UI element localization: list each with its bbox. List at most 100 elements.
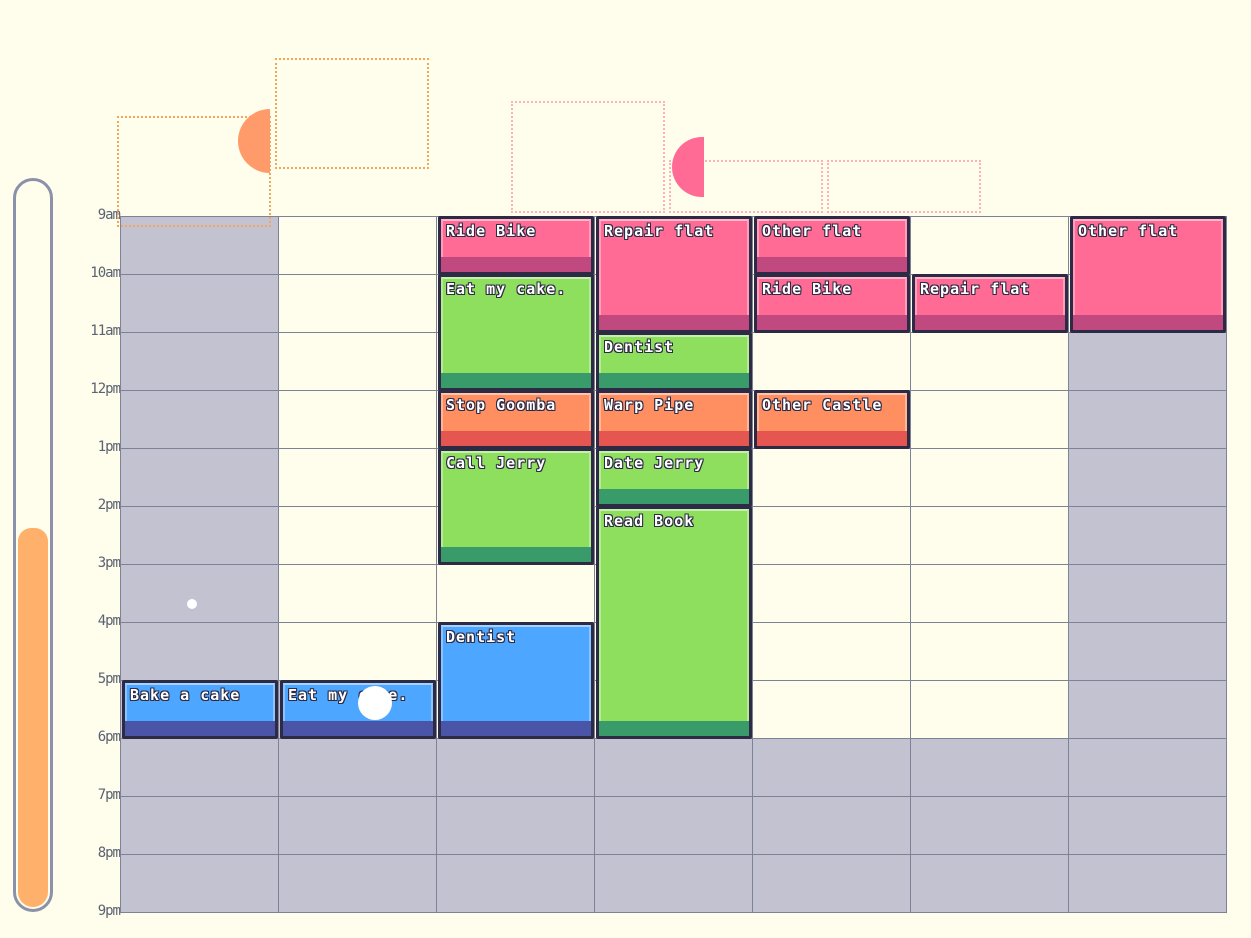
time-label: 5pm — [97, 671, 121, 687]
blocked-time-slot — [120, 738, 279, 797]
event-block[interactable]: Ride Bike — [438, 216, 594, 275]
event-label: Repair flat — [920, 280, 1031, 298]
open-time-slot[interactable] — [910, 332, 1069, 391]
time-label: 10am — [90, 265, 121, 281]
time-label: 12pm — [90, 381, 121, 397]
event-face — [441, 625, 591, 726]
open-time-slot[interactable] — [752, 564, 911, 623]
open-time-slot[interactable] — [278, 564, 437, 623]
time-label: 7pm — [97, 787, 121, 803]
blocked-time-slot — [120, 854, 279, 913]
open-time-slot[interactable] — [910, 622, 1069, 681]
time-label: 4pm — [97, 613, 121, 629]
event-base — [599, 489, 749, 504]
open-time-slot[interactable] — [278, 506, 437, 565]
blocked-time-slot — [120, 796, 279, 855]
incoming-slot-outline — [117, 116, 271, 227]
event-label: Ride Bike — [446, 222, 537, 240]
open-time-slot[interactable] — [910, 448, 1069, 507]
event-base — [599, 431, 749, 446]
time-label: 6pm — [97, 729, 121, 745]
event-label: Stop Goomba — [446, 396, 557, 414]
time-label: 3pm — [97, 555, 121, 571]
event-base — [283, 721, 433, 736]
event-base — [441, 257, 591, 272]
blocked-time-slot — [752, 796, 911, 855]
open-time-slot[interactable] — [910, 216, 1069, 275]
blocked-time-slot — [278, 796, 437, 855]
blocked-time-slot — [1068, 622, 1227, 681]
event-face — [599, 451, 749, 494]
event-label: Repair flat — [604, 222, 715, 240]
time-label: 8pm — [97, 845, 121, 861]
blocked-time-slot — [1068, 564, 1227, 623]
event-label: Bake a cake — [130, 686, 241, 704]
event-block[interactable]: Call Jerry — [438, 448, 594, 565]
blocked-time-slot — [1068, 796, 1227, 855]
blocked-time-slot — [1068, 506, 1227, 565]
open-time-slot[interactable] — [910, 390, 1069, 449]
open-time-slot[interactable] — [278, 390, 437, 449]
blocked-time-slot — [594, 854, 753, 913]
open-time-slot[interactable] — [278, 622, 437, 681]
event-label: Other flat — [1078, 222, 1179, 240]
open-time-slot[interactable] — [910, 680, 1069, 739]
blocked-time-slot — [1068, 448, 1227, 507]
event-base — [441, 547, 591, 562]
event-base — [441, 721, 591, 736]
event-base — [599, 373, 749, 388]
event-face — [599, 219, 749, 320]
time-label: 2pm — [97, 497, 121, 513]
event-block[interactable]: Repair flat — [596, 216, 752, 333]
blocked-time-slot — [1068, 390, 1227, 449]
event-face — [125, 683, 275, 726]
event-block[interactable]: Other Castle — [754, 390, 910, 449]
event-base — [1073, 315, 1223, 330]
open-time-slot[interactable] — [278, 448, 437, 507]
event-block[interactable]: Bake a cake — [122, 680, 278, 739]
open-time-slot[interactable] — [278, 274, 437, 333]
cursor-dot[interactable] — [358, 686, 392, 720]
event-block[interactable]: Eat my cake. — [280, 680, 436, 739]
event-base — [915, 315, 1065, 330]
event-block[interactable]: Eat my cake. — [438, 274, 594, 391]
event-block[interactable]: Dentist — [596, 332, 752, 391]
open-time-slot[interactable] — [910, 506, 1069, 565]
event-label: Eat my cake. — [446, 280, 567, 298]
event-block[interactable]: Dentist — [438, 622, 594, 739]
event-base — [441, 373, 591, 388]
event-block[interactable]: Ride Bike — [754, 274, 910, 333]
blocked-time-slot — [436, 738, 595, 797]
open-time-slot[interactable] — [910, 564, 1069, 623]
event-label: Dentist — [446, 628, 517, 646]
blocked-time-slot — [120, 274, 279, 333]
event-block[interactable]: Read Book — [596, 506, 752, 739]
event-face — [599, 509, 749, 726]
event-base — [757, 257, 907, 272]
event-block[interactable]: Repair flat — [912, 274, 1068, 333]
event-label: Warp Pipe — [604, 396, 695, 414]
time-label: 9am — [97, 207, 121, 223]
event-block[interactable]: Other flat — [754, 216, 910, 275]
open-time-slot[interactable] — [278, 216, 437, 275]
event-base — [599, 721, 749, 736]
open-time-slot[interactable] — [752, 448, 911, 507]
energy-meter — [13, 178, 53, 912]
event-block[interactable]: Date Jerry — [596, 448, 752, 507]
open-time-slot[interactable] — [752, 332, 911, 391]
open-time-slot[interactable] — [752, 622, 911, 681]
open-time-slot[interactable] — [278, 332, 437, 391]
blocked-time-slot — [1068, 738, 1227, 797]
incoming-slot-outline — [669, 160, 823, 213]
incoming-slot-outline — [827, 160, 981, 213]
open-time-slot[interactable] — [752, 680, 911, 739]
event-block[interactable]: Other flat — [1070, 216, 1226, 333]
open-time-slot[interactable] — [752, 506, 911, 565]
blocked-time-slot — [436, 796, 595, 855]
time-label: 11am — [90, 323, 121, 339]
event-label: Ride Bike — [762, 280, 853, 298]
blocked-time-slot — [120, 448, 279, 507]
event-block[interactable]: Warp Pipe — [596, 390, 752, 449]
open-time-slot[interactable] — [436, 564, 595, 623]
event-block[interactable]: Stop Goomba — [438, 390, 594, 449]
